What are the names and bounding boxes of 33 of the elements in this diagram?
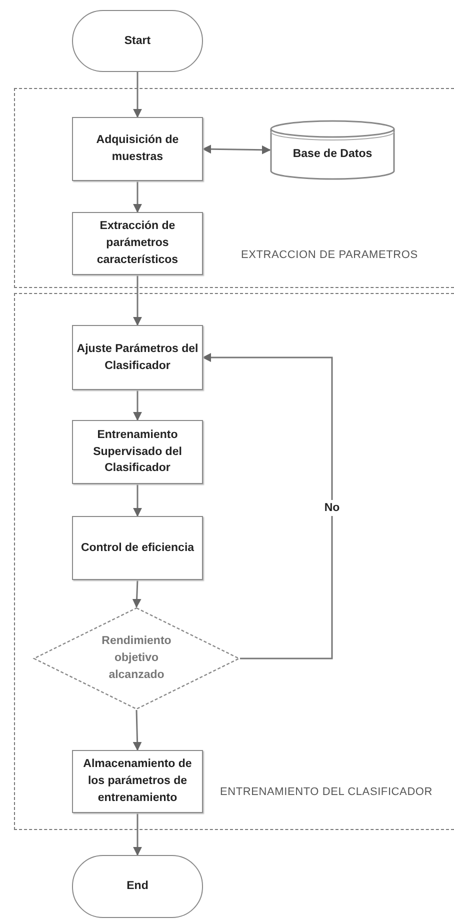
process-box [72, 325, 203, 390]
process-box [72, 750, 203, 813]
section-heading: EXTRACCION DE PARAMETROS [241, 249, 418, 261]
database-cylinder [270, 120, 395, 180]
arrow [133, 275, 142, 326]
decision-diamond [33, 607, 240, 710]
node-label: Base de Datos [292, 146, 372, 162]
process-box [72, 117, 203, 181]
arrow [133, 181, 142, 213]
node-label: Start [124, 34, 151, 49]
arrow [133, 390, 142, 421]
node-label: Control de eficiencia [80, 540, 194, 556]
arrow [202, 353, 333, 660]
node-label: End [126, 879, 148, 894]
arrow [133, 813, 142, 856]
process-box [72, 420, 203, 484]
node-label: Extracción de parámetros característicos [96, 219, 180, 268]
edge-label: No [323, 500, 341, 516]
node-label: Rendimiento objetivo alcanzado [100, 634, 172, 683]
process-box [72, 212, 203, 275]
arrow [132, 580, 142, 608]
arrow [132, 710, 142, 751]
arrow [133, 72, 142, 118]
node-label: Adquisición de muestras [95, 133, 180, 165]
dashed-section-frame [14, 293, 454, 830]
node-label: Entrenamiento Supervisado del Clasificador [92, 428, 183, 476]
arrow [202, 144, 271, 154]
dashed-section-frame [14, 88, 454, 288]
section-heading: ENTRENAMIENTO DEL CLASIFICADOR [220, 786, 433, 798]
node-label: Almacenamiento de los parámetros de entrenamiento [82, 757, 193, 806]
node-label: Ajuste Parámetros del Clasificador [76, 342, 200, 374]
arrow [133, 484, 142, 517]
process-box [72, 516, 203, 580]
